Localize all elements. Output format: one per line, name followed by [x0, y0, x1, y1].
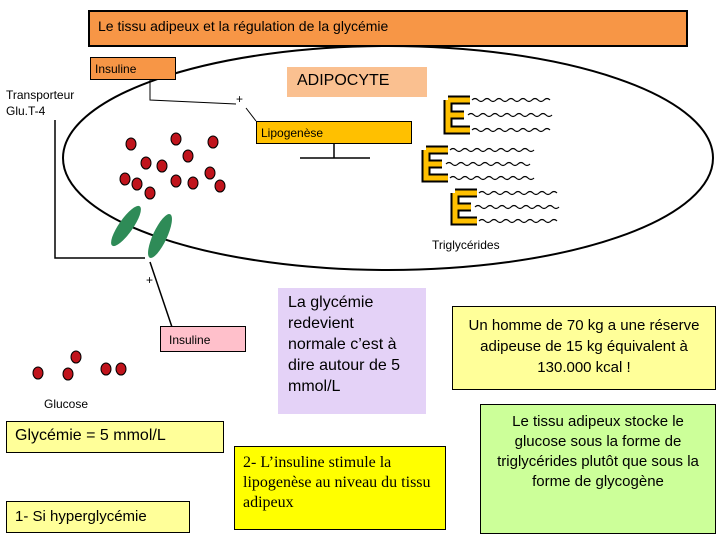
glut4-label: Glu.T-4	[6, 104, 46, 118]
reserve-adipeuse-box: Un homme de 70 kg a une réserve adipeuse…	[452, 306, 716, 390]
triglyceride-chains	[421, 95, 560, 226]
glycemie-normale-box: La glycémie redevient normale c’est à di…	[278, 288, 426, 414]
tissu-adipeux-stocke-box: Le tissu adipeux stocke le glucose sous …	[480, 404, 716, 534]
lipogenese-inhibit-line	[300, 144, 370, 159]
glycemie-value-box: Glycémie = 5 mmol/L	[6, 421, 224, 453]
adipocyte-label: ADIPOCYTE	[287, 67, 427, 97]
insulin-pathway-line	[54, 120, 145, 259]
insuline-label-mid: Insuline	[160, 326, 246, 352]
glut4-transporter	[148, 214, 172, 258]
page-title: Le tissu adipeux et la régulation de la …	[88, 10, 688, 47]
transporteur-label: Transporteur	[6, 88, 75, 102]
plus-sign-bottom: +	[146, 273, 154, 287]
triglyceride-1	[443, 95, 553, 135]
triglycerides-label: Triglycérides	[432, 238, 500, 252]
plus-sign-top: +	[236, 92, 244, 106]
lipogenese-label: Lipogenèse	[256, 121, 412, 144]
glucose-molecules-outside	[32, 350, 127, 381]
glut4-transporter	[111, 205, 141, 247]
insuline-stimule-box: 2- L’insuline stimule la lipogenèse au n…	[234, 446, 446, 530]
hyperglycemie-box: 1- Si hyperglycémie	[6, 501, 190, 533]
triglyceride-2	[421, 145, 535, 183]
lipogenese-regulation-line	[245, 107, 257, 122]
insuline-label-top: Insuline	[90, 57, 176, 80]
insulin-arrow-line	[149, 261, 176, 337]
glucose-molecules-inside	[119, 132, 226, 200]
insulin-top-line	[149, 80, 237, 105]
triglyceride-3	[450, 188, 560, 226]
glucose-label: Glucose	[44, 397, 89, 411]
